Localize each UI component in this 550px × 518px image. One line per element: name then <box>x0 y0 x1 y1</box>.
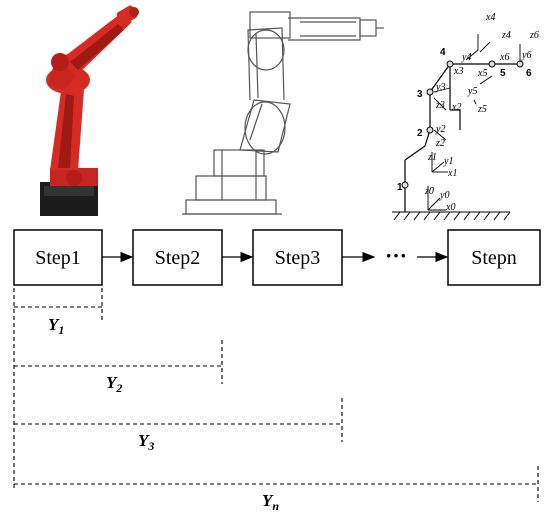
step-flow: Step1 Step2 Step3 Stepn ··· <box>13 229 541 286</box>
label-y2: y2 <box>435 124 445 135</box>
ground-hatch <box>392 211 511 221</box>
joint-number-1: 1 <box>397 182 403 193</box>
step-label-1: Step1 <box>35 247 81 269</box>
kinematic-schematic: 1 2 3 4 5 6 z0 y0 x0 z1 y1 x1 y2 z2 x2 y… <box>392 12 539 221</box>
label-x6: x6 <box>499 52 509 63</box>
label-y3: y3 <box>435 82 445 93</box>
step-label-n: Stepn <box>471 247 517 269</box>
sketch-robot-image <box>182 11 384 215</box>
joint-markers <box>401 60 524 189</box>
label-z4: z4 <box>501 30 511 41</box>
label-x4: x4 <box>485 12 495 23</box>
label-y6: y6 <box>521 50 531 61</box>
label-z1: z1 <box>427 152 437 163</box>
label-x1: x1 <box>447 168 457 179</box>
step-label-2: Step2 <box>155 247 201 269</box>
span-brackets <box>13 288 539 502</box>
joint-number-4: 4 <box>440 47 446 58</box>
label-z6: z6 <box>529 30 539 41</box>
label-y5: y5 <box>467 86 477 97</box>
step-label-3: Step3 <box>275 247 321 269</box>
joint-number-2: 2 <box>417 128 423 139</box>
step-box-2 <box>132 229 223 286</box>
label-z0: z0 <box>424 186 434 197</box>
joint-number-6: 6 <box>526 68 532 79</box>
label-x0: x0 <box>445 202 455 213</box>
span-label-2: Y2 <box>106 373 122 395</box>
label-x5: x5 <box>477 68 487 79</box>
label-y1: y1 <box>443 156 453 167</box>
joint-number-5: 5 <box>500 68 506 79</box>
ellipsis: ··· <box>385 243 407 268</box>
label-z2: z2 <box>435 138 445 149</box>
label-z5: z5 <box>477 104 487 115</box>
label-x2: x2 <box>451 102 461 113</box>
red-robot-image <box>40 5 139 216</box>
span-label-1: Y1 <box>48 315 64 337</box>
span-label-3: Y3 <box>138 431 154 453</box>
joint-number-3: 3 <box>417 89 423 100</box>
frame-axes <box>427 34 521 211</box>
label-z3: z3 <box>435 100 445 111</box>
span-label-n: Yn <box>262 491 279 513</box>
step-box-3 <box>252 229 343 286</box>
label-y0: y0 <box>439 190 449 201</box>
label-y4: y4 <box>461 52 471 63</box>
label-x3: x3 <box>453 66 463 77</box>
